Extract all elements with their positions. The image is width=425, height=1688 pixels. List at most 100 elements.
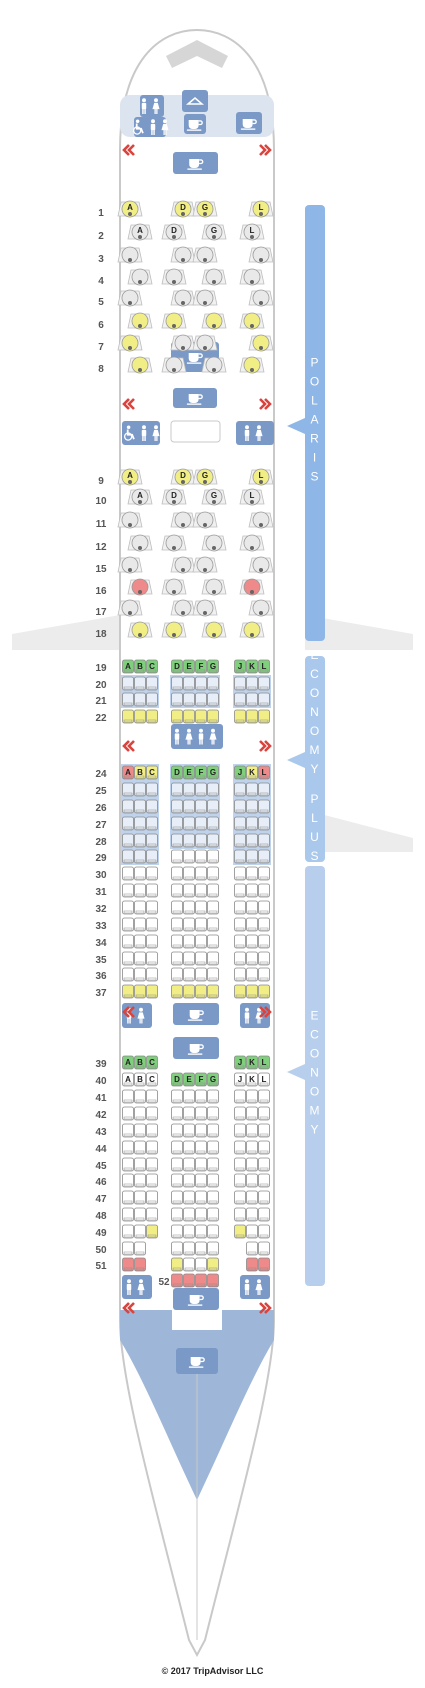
- seat-economy[interactable]: [171, 833, 183, 848]
- seat-economy[interactable]: [122, 967, 134, 982]
- seat-economy[interactable]: [146, 692, 158, 707]
- seat-economy[interactable]: [171, 934, 183, 949]
- seat-economy[interactable]: [134, 866, 146, 881]
- seat-economy[interactable]: [171, 799, 183, 814]
- seat-economy[interactable]: [146, 816, 158, 831]
- seat-economy[interactable]: [134, 799, 146, 814]
- seat-economy[interactable]: [258, 799, 270, 814]
- seat-economy[interactable]: F: [195, 659, 207, 674]
- seat-economy[interactable]: [207, 1173, 219, 1188]
- seat-economy[interactable]: [258, 951, 270, 966]
- seat-economy[interactable]: [171, 1207, 183, 1222]
- seat-economy[interactable]: [171, 1224, 183, 1239]
- seat-economy[interactable]: [195, 1224, 207, 1239]
- seat-polaris[interactable]: G: [192, 198, 218, 220]
- seat-economy[interactable]: [171, 883, 183, 898]
- seat-economy[interactable]: [234, 917, 246, 932]
- seat-economy[interactable]: [234, 1207, 246, 1222]
- seat-economy[interactable]: [246, 1190, 258, 1205]
- seat-economy[interactable]: [246, 1257, 258, 1272]
- seat-economy[interactable]: [195, 1140, 207, 1155]
- seat-economy[interactable]: D: [171, 765, 183, 780]
- seat-economy[interactable]: [246, 692, 258, 707]
- seat-economy[interactable]: B: [134, 765, 146, 780]
- seat-economy[interactable]: [246, 866, 258, 881]
- seat-economy[interactable]: [207, 833, 219, 848]
- seat-economy[interactable]: [183, 816, 195, 831]
- seat-economy[interactable]: [134, 1106, 146, 1121]
- seat-economy[interactable]: [122, 1106, 134, 1121]
- seat-economy[interactable]: [258, 816, 270, 831]
- seat-polaris[interactable]: [239, 576, 265, 598]
- seat-polaris[interactable]: [117, 597, 143, 619]
- seat-economy[interactable]: [207, 1224, 219, 1239]
- seat-economy[interactable]: [134, 692, 146, 707]
- seat-economy[interactable]: [258, 984, 270, 999]
- seat-economy[interactable]: [134, 709, 146, 724]
- seat-economy[interactable]: [195, 692, 207, 707]
- seat-economy[interactable]: [146, 1207, 158, 1222]
- seat-economy[interactable]: [146, 782, 158, 797]
- seat-economy[interactable]: [207, 1207, 219, 1222]
- seat-economy[interactable]: E: [183, 659, 195, 674]
- seat-economy[interactable]: [122, 709, 134, 724]
- seat-economy[interactable]: [246, 849, 258, 864]
- seat-economy[interactable]: [246, 934, 258, 949]
- seat-economy[interactable]: [122, 951, 134, 966]
- seat-polaris[interactable]: [239, 532, 265, 554]
- seat-polaris[interactable]: [239, 619, 265, 641]
- seat-economy[interactable]: [246, 799, 258, 814]
- seat-polaris[interactable]: L: [248, 466, 274, 488]
- seat-polaris[interactable]: [192, 509, 218, 531]
- seat-economy[interactable]: A: [122, 1072, 134, 1087]
- seat-polaris[interactable]: [192, 244, 218, 266]
- seat-economy[interactable]: [195, 799, 207, 814]
- seat-economy[interactable]: [195, 833, 207, 848]
- seat-economy[interactable]: [183, 1257, 195, 1272]
- seat-economy[interactable]: [246, 782, 258, 797]
- seat-economy[interactable]: [234, 1106, 246, 1121]
- seat-economy[interactable]: K: [246, 765, 258, 780]
- seat-economy[interactable]: [122, 1089, 134, 1104]
- seat-economy[interactable]: [183, 900, 195, 915]
- seat-economy[interactable]: [258, 1173, 270, 1188]
- seat-economy[interactable]: [258, 967, 270, 982]
- seat-polaris[interactable]: [127, 310, 153, 332]
- seat-polaris[interactable]: [117, 509, 143, 531]
- seat-economy[interactable]: [207, 816, 219, 831]
- seat-economy[interactable]: [171, 917, 183, 932]
- seat-polaris[interactable]: [161, 354, 187, 376]
- seat-economy[interactable]: [146, 709, 158, 724]
- seat-economy[interactable]: [207, 799, 219, 814]
- seat-economy[interactable]: [171, 1089, 183, 1104]
- seat-economy[interactable]: [122, 692, 134, 707]
- seat-economy[interactable]: [183, 866, 195, 881]
- seat-economy[interactable]: [207, 1140, 219, 1155]
- seat-economy[interactable]: [171, 900, 183, 915]
- seat-polaris[interactable]: [127, 266, 153, 288]
- seat-economy[interactable]: F: [195, 765, 207, 780]
- seat-polaris[interactable]: [170, 509, 196, 531]
- seat-polaris[interactable]: L: [248, 198, 274, 220]
- seat-economy[interactable]: [234, 1190, 246, 1205]
- seat-economy[interactable]: [171, 849, 183, 864]
- seat-economy[interactable]: [234, 1157, 246, 1172]
- seat-economy[interactable]: [146, 849, 158, 864]
- seat-economy[interactable]: [183, 709, 195, 724]
- seat-polaris[interactable]: [117, 332, 143, 354]
- seat-economy[interactable]: [195, 984, 207, 999]
- seat-economy[interactable]: A: [122, 765, 134, 780]
- seat-economy[interactable]: [171, 984, 183, 999]
- seat-economy[interactable]: B: [134, 659, 146, 674]
- seat-economy[interactable]: [246, 1089, 258, 1104]
- seat-polaris[interactable]: [239, 310, 265, 332]
- seat-polaris[interactable]: G: [192, 466, 218, 488]
- seat-economy[interactable]: [171, 709, 183, 724]
- seat-polaris[interactable]: [161, 619, 187, 641]
- seat-economy[interactable]: [171, 782, 183, 797]
- seat-economy[interactable]: [134, 934, 146, 949]
- seat-economy[interactable]: J: [234, 1072, 246, 1087]
- seat-economy[interactable]: [183, 1241, 195, 1256]
- seat-economy[interactable]: [246, 1173, 258, 1188]
- seat-economy[interactable]: [146, 1140, 158, 1155]
